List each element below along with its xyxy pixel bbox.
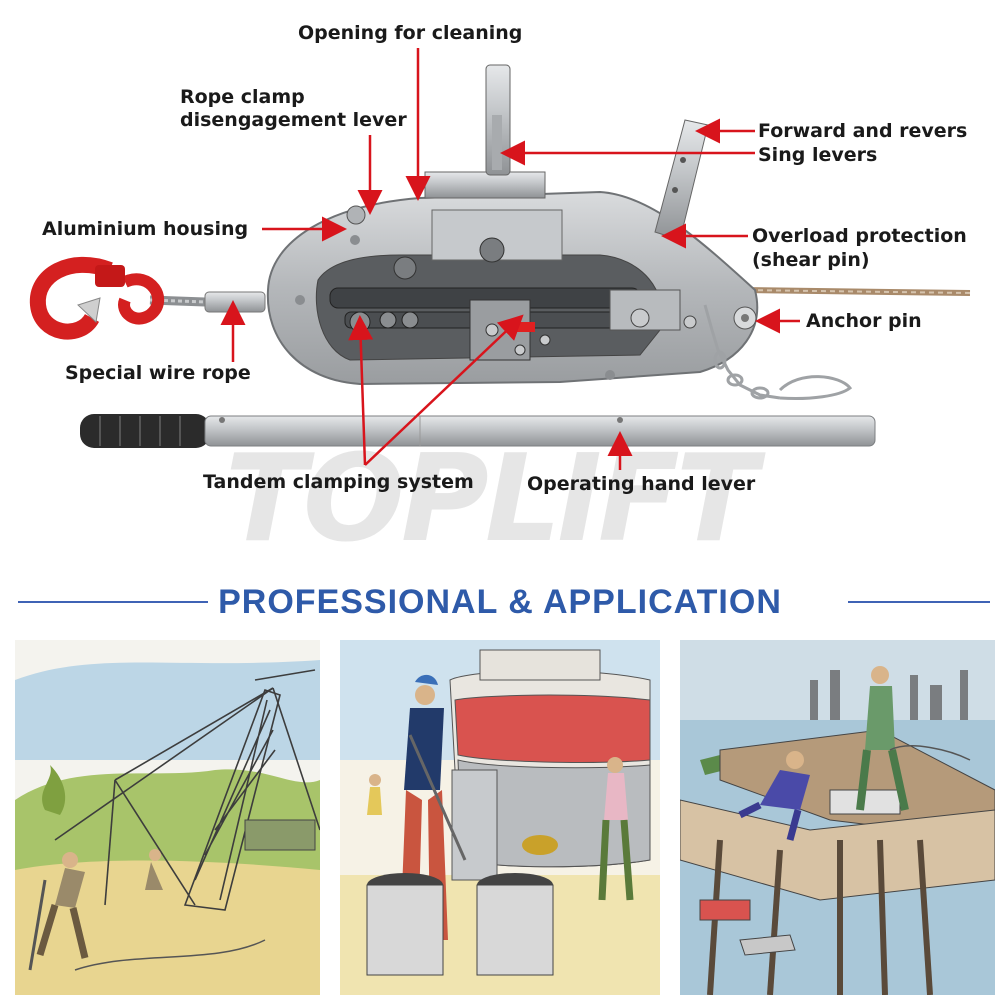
section-title-wrap: PROFESSIONAL & APPLICATION xyxy=(0,580,1000,624)
watermark: TOPLIFT xyxy=(225,430,758,569)
worker-figure xyxy=(856,666,909,811)
hook-icon xyxy=(29,257,165,340)
label-rope-clamp-line2: disengagement lever xyxy=(180,109,407,131)
section-title: PROFESSIONAL & APPLICATION xyxy=(210,583,790,621)
label-special-wire-rope: Special wire rope xyxy=(65,362,251,384)
aluminium-housing xyxy=(266,171,759,386)
wire-rope-winch-diagram xyxy=(29,48,971,470)
ship-mooring-illustration xyxy=(340,640,660,995)
tower-erection-illustration xyxy=(15,640,320,995)
wire-rope-left xyxy=(149,291,266,313)
safety-chain xyxy=(703,304,853,400)
section-divider-right xyxy=(848,601,990,603)
application-panel-ship xyxy=(340,640,660,995)
rope-ferrule xyxy=(204,291,266,313)
bridge-construction-illustration xyxy=(680,640,995,995)
label-overload-line1: Overload protection xyxy=(752,225,967,247)
operating-hand-lever xyxy=(80,414,876,448)
callout-arrows xyxy=(220,48,800,470)
label-tandem-clamping-system: Tandem clamping system xyxy=(203,471,474,493)
application-panel-bridge xyxy=(680,640,995,995)
section-divider-left xyxy=(18,601,208,603)
label-overload-line2: (shear pin) xyxy=(752,249,870,271)
wire-rope-right xyxy=(739,287,971,296)
application-panel-tower xyxy=(15,640,320,995)
label-rope-clamp-line1: Rope clamp xyxy=(180,86,305,108)
label-forward-line2: Sing levers xyxy=(758,144,878,166)
label-operating-hand-lever: Operating hand lever xyxy=(527,473,756,495)
worker-figure xyxy=(28,852,89,971)
label-forward-line1: Forward and revers xyxy=(758,120,968,142)
label-aluminium-housing: Aluminium housing xyxy=(42,218,249,240)
label-opening-for-cleaning: Opening for cleaning xyxy=(298,22,523,44)
label-anchor-pin: Anchor pin xyxy=(806,310,922,332)
